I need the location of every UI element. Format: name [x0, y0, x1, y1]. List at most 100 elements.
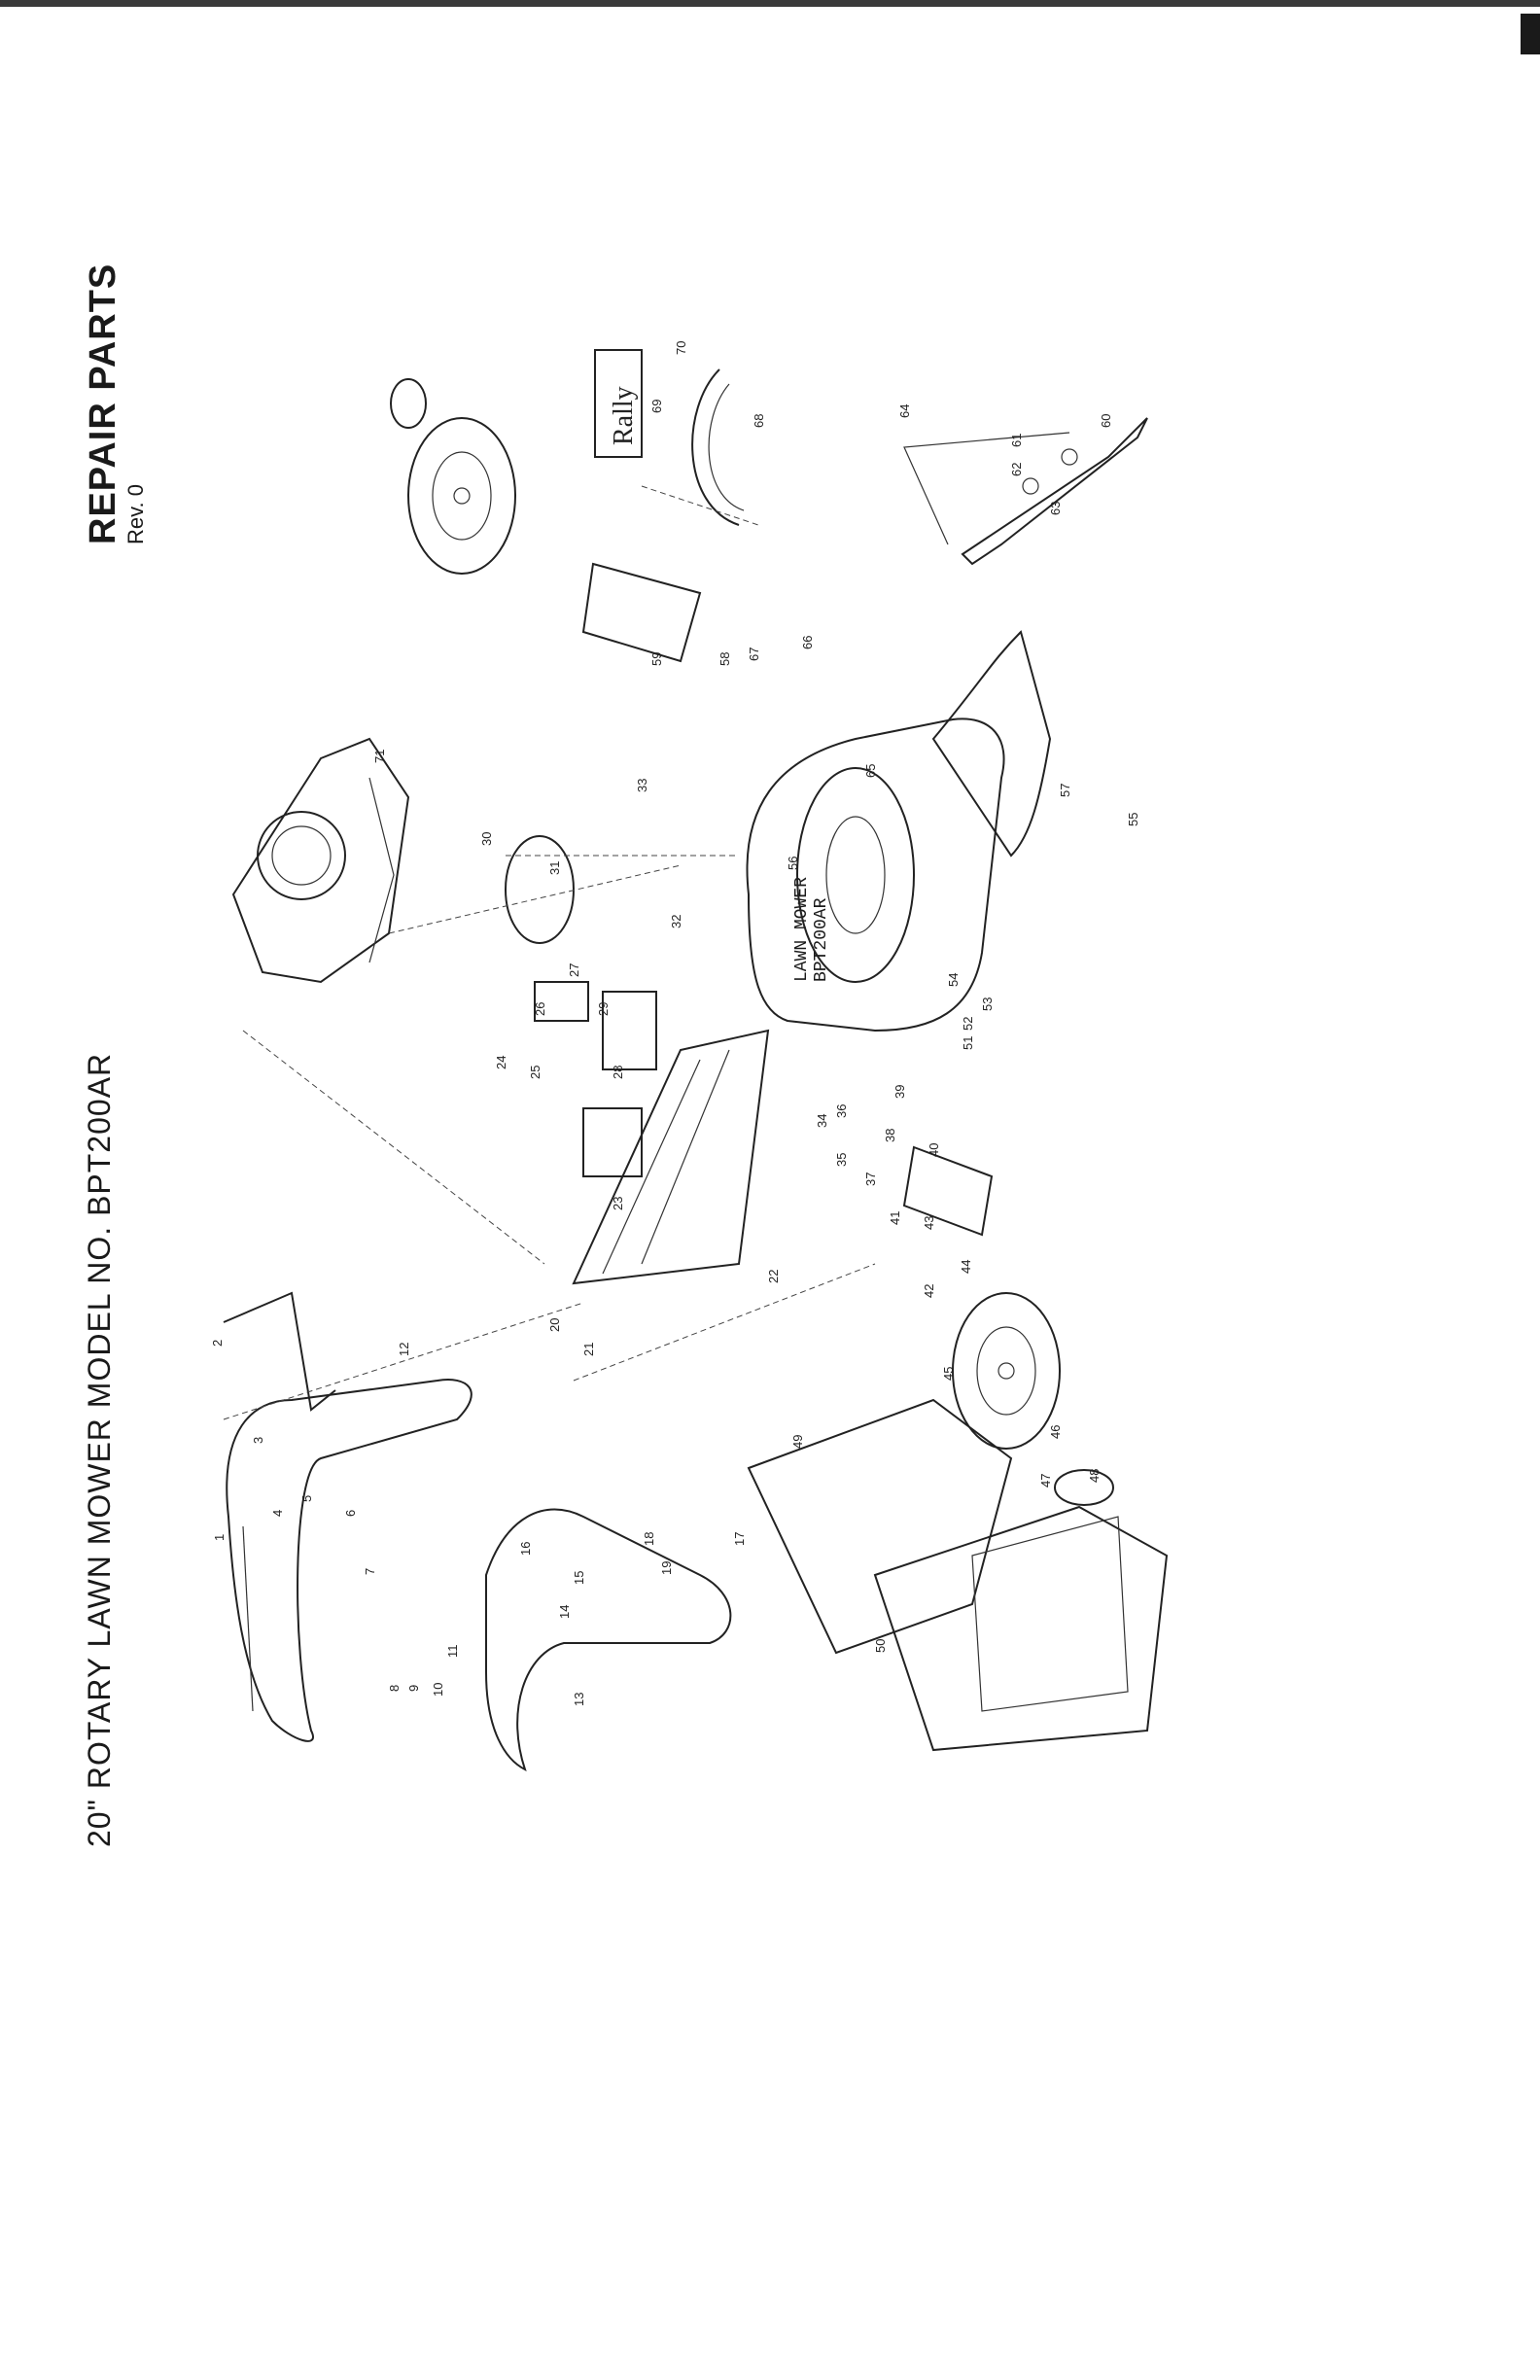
part-label: 1	[212, 1534, 227, 1541]
part-label: 38	[883, 1129, 897, 1142]
baffle-arc	[691, 368, 740, 526]
lower-handle	[485, 1508, 732, 1771]
bracket-plate	[582, 1107, 643, 1177]
part-label: 25	[528, 1066, 542, 1079]
part-label: 3	[251, 1437, 265, 1444]
part-label: 22	[766, 1270, 781, 1283]
part-label: 44	[959, 1260, 973, 1274]
part-label: 58	[718, 652, 732, 666]
part-label: 66	[800, 636, 815, 649]
part-label: 31	[547, 861, 562, 875]
assembly-line-2	[388, 864, 682, 934]
part-label: 52	[961, 1017, 975, 1031]
part-label: 67	[747, 648, 761, 661]
engine	[231, 737, 410, 984]
part-label: 26	[533, 1002, 547, 1016]
part-label: 42	[922, 1284, 936, 1298]
rear-skirt	[931, 630, 1052, 858]
hubcap-rear	[1054, 1469, 1114, 1506]
assembly-line-6	[641, 485, 759, 526]
part-label: 45	[941, 1367, 956, 1381]
part-label: 48	[1087, 1469, 1102, 1483]
part-label: 10	[431, 1683, 445, 1697]
assembly-line-5	[223, 1302, 584, 1420]
part-label: 69	[649, 400, 664, 413]
part-label: 49	[790, 1435, 805, 1449]
part-label: 4	[270, 1510, 285, 1517]
rally-logo: Rally	[594, 349, 643, 458]
part-label: 29	[596, 1002, 611, 1016]
part-label: 43	[922, 1216, 936, 1230]
part-labels: 1 2 3 4 5 6 7 8 9 10 11 12 13 14 15 16 1…	[210, 341, 1140, 1706]
part-label: 41	[888, 1211, 902, 1225]
scan-top-edge	[0, 0, 1540, 7]
rear-wheel	[952, 1292, 1061, 1450]
deflector-door	[602, 991, 657, 1070]
part-label: 32	[669, 915, 683, 928]
baffle-arc-inner	[708, 383, 745, 511]
part-label: 18	[642, 1532, 656, 1546]
height-adjuster-front	[581, 562, 702, 663]
part-label: 53	[980, 998, 995, 1011]
part-label: 27	[567, 963, 581, 977]
part-label: 14	[557, 1605, 572, 1619]
part-label: 60	[1099, 414, 1113, 428]
part-label: 37	[863, 1172, 878, 1186]
part-label: 15	[572, 1571, 586, 1585]
rally-logo-text: Rally	[609, 386, 639, 445]
part-label: 34	[815, 1114, 829, 1128]
scan-corner-mark	[1521, 14, 1540, 54]
part-label: 9	[406, 1685, 421, 1692]
part-label: 35	[834, 1153, 849, 1167]
part-label: 16	[518, 1542, 533, 1556]
part-label: 33	[635, 779, 649, 792]
part-label: 19	[659, 1561, 674, 1575]
part-label: 23	[611, 1197, 625, 1210]
part-label: 6	[343, 1510, 358, 1517]
part-label: 7	[363, 1568, 377, 1575]
part-label: 20	[547, 1318, 562, 1332]
part-label: 12	[397, 1343, 411, 1356]
part-label: 55	[1126, 813, 1140, 826]
part-label: 36	[834, 1104, 849, 1118]
part-label: 8	[387, 1685, 402, 1692]
part-label: 62	[1009, 463, 1024, 476]
grass-catcher	[747, 1398, 1169, 1752]
front-wheel	[407, 417, 516, 575]
part-label: 59	[649, 652, 664, 666]
part-label: 61	[1009, 434, 1024, 447]
part-label: 68	[752, 414, 766, 428]
part-label: 17	[732, 1532, 747, 1546]
wheel-adjuster-plate	[505, 835, 575, 944]
part-label: 51	[961, 1036, 975, 1050]
part-label: 39	[892, 1085, 907, 1099]
height-adjuster-rear	[902, 1145, 994, 1237]
part-label: 47	[1038, 1474, 1053, 1488]
part-label: 56	[786, 857, 800, 870]
hubcap-front	[390, 378, 427, 429]
mower-deck	[746, 718, 1005, 1032]
part-label: 13	[572, 1693, 586, 1706]
assembly-line-1	[242, 1030, 545, 1265]
blade-assembly	[903, 417, 1148, 566]
part-label: 46	[1048, 1425, 1063, 1439]
part-label: 30	[479, 832, 494, 846]
part-label: 5	[299, 1495, 314, 1502]
part-label: 71	[372, 750, 387, 763]
engine-shroud-plate	[534, 981, 589, 1022]
assembly-line-3	[573, 1263, 876, 1382]
part-label: 40	[927, 1143, 941, 1157]
part-label: 70	[674, 341, 688, 355]
part-label: 24	[494, 1056, 508, 1069]
handle-rod	[223, 1291, 336, 1412]
frame-rails	[572, 1029, 770, 1285]
part-label: 21	[581, 1343, 596, 1356]
part-label: 54	[946, 973, 961, 987]
part-label: 2	[210, 1340, 225, 1347]
part-label: 57	[1058, 784, 1072, 797]
upper-handle	[226, 1379, 472, 1742]
part-label: 11	[445, 1645, 460, 1659]
part-label: 64	[897, 404, 912, 418]
part-label: 28	[611, 1066, 625, 1079]
